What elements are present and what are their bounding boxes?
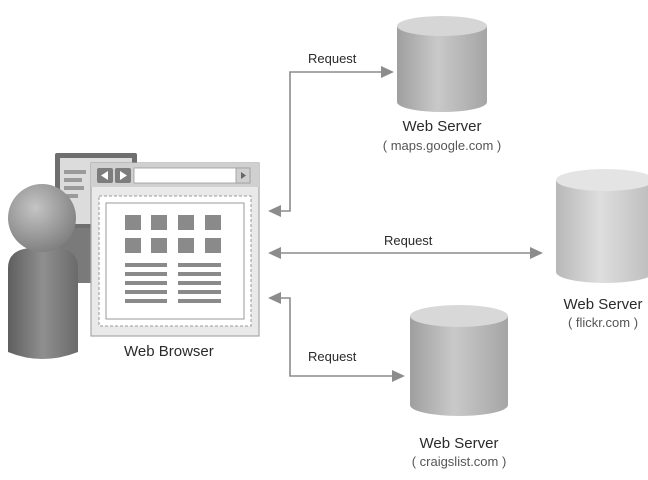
arrow-bottom-request	[278, 297, 395, 377]
arrow-top-request	[278, 71, 385, 212]
server-host-bottom: ( craigslist.com )	[411, 454, 507, 469]
database-icon-right-server	[556, 169, 648, 283]
server-label-bottom: Web Server	[419, 435, 499, 452]
browser-window-icon	[90, 162, 260, 337]
arrowhead-bottom-server	[392, 370, 405, 382]
request-label-middle: Request	[384, 233, 433, 248]
server-host-right: ( flickr.com )	[567, 315, 639, 330]
server-label-top: Web Server	[402, 118, 482, 135]
database-icon-top-server	[397, 16, 487, 112]
arrowhead-top-server	[381, 66, 394, 78]
arrowhead-bottom-browser	[268, 292, 281, 304]
arrowhead-middle-browser	[268, 247, 281, 259]
request-label-top: Request	[308, 51, 357, 66]
server-label-right: Web Server	[563, 296, 643, 313]
database-icon-bottom-server	[410, 305, 508, 416]
browser-label: Web Browser	[124, 343, 214, 360]
user-icon	[8, 184, 78, 359]
arrowhead-middle-server	[530, 247, 543, 259]
arrowhead-top-browser	[268, 205, 281, 217]
request-label-bottom: Request	[308, 349, 357, 364]
server-host-top: ( maps.google.com )	[382, 138, 502, 153]
